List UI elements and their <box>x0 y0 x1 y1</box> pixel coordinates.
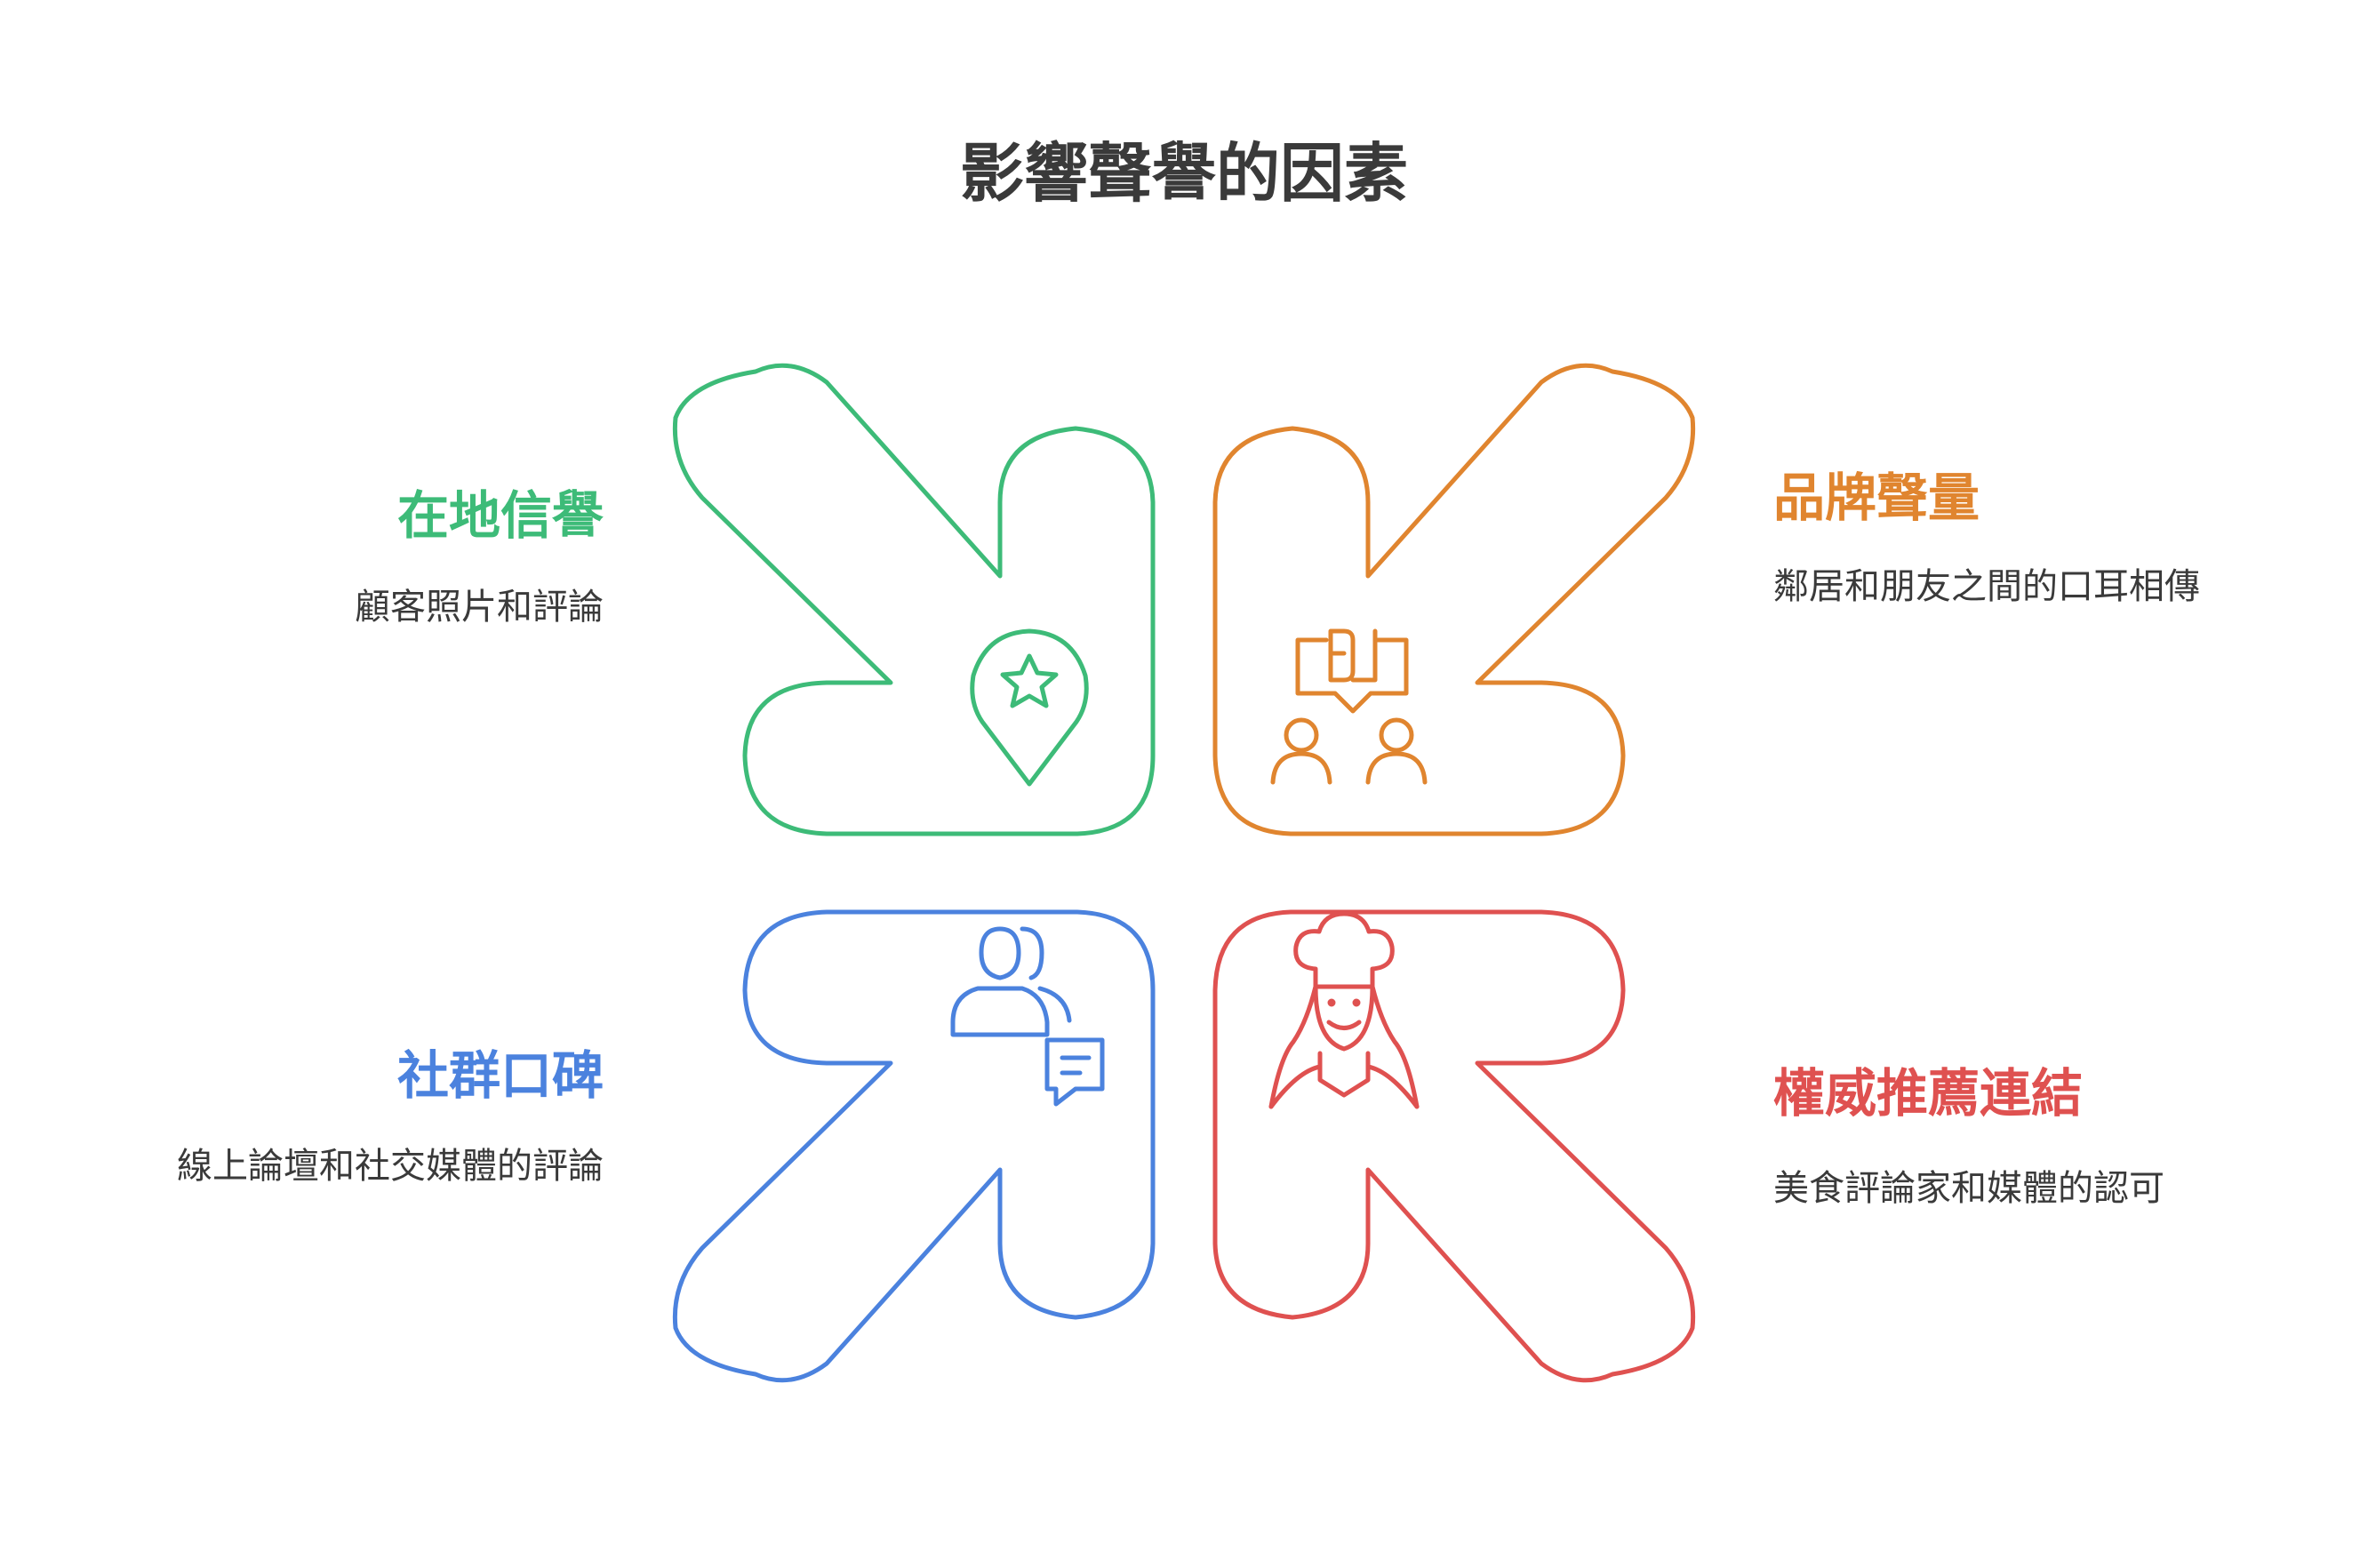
arrow-local <box>672 363 1156 836</box>
factor-description-local: 顧客照片和評論 <box>355 587 604 628</box>
factor-heading-authority: 權威推薦連結 <box>1773 1063 2084 1124</box>
arrow-authority <box>1212 909 1696 1383</box>
map-pin-star-icon <box>970 628 1089 787</box>
factor-description-social: 線上論壇和社交媒體的評論 <box>177 1146 604 1187</box>
factor-description-brand: 鄰居和朋友之間的口耳相傳 <box>1773 566 2200 607</box>
users-chat-icon <box>950 926 1105 1107</box>
diagram-title: 影響聲譽的因素 <box>959 136 1408 211</box>
chef-icon <box>1268 911 1420 1109</box>
factor-heading-brand: 品牌聲量 <box>1773 468 1980 528</box>
factor-heading-social: 社群口碑 <box>396 1045 604 1106</box>
factor-heading-local: 在地信譽 <box>396 485 604 546</box>
arrow-social <box>672 909 1156 1383</box>
people-sharing-book-icon <box>1270 628 1428 785</box>
arrow-brand <box>1212 363 1696 836</box>
factor-description-authority: 美食評論家和媒體的認可 <box>1773 1168 2164 1209</box>
